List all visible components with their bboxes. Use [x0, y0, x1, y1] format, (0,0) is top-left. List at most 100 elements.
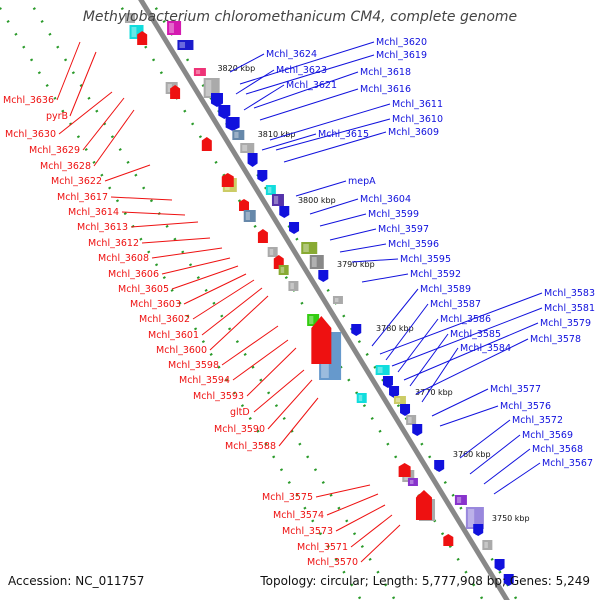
forward-label: Mchl_3602	[139, 314, 190, 325]
reverse-label: Mchl_3567	[542, 458, 593, 469]
reverse-label: Mchl_3596	[388, 239, 439, 250]
reverse-gene-26	[412, 424, 423, 436]
forward-leader	[104, 164, 151, 182]
scale-tick-6: 3760 kbp	[453, 450, 491, 459]
forward-label: Mchl_3590	[214, 424, 265, 435]
reverse-label: Mchl_3621	[286, 80, 337, 91]
reverse-gene-27	[434, 460, 445, 472]
reverse-gene-8-body	[240, 143, 255, 153]
scale-tick-1: 3810 kbp	[258, 130, 296, 139]
label-leader-lines	[56, 41, 543, 563]
forward-gene-20	[398, 463, 411, 477]
scale-tick-4: 3780 kbp	[376, 324, 414, 333]
genes-label: Genes:	[509, 574, 552, 588]
forward-label: Mchl_3573	[282, 526, 333, 537]
reverse-gene-22	[389, 386, 400, 398]
reverse-gene-15-shine	[303, 244, 309, 252]
reverse-leader	[431, 388, 489, 417]
forward-label: Mchl_3601	[148, 330, 199, 341]
forward-leader	[221, 325, 279, 366]
reverse-leader	[269, 103, 391, 141]
forward-gene-11	[267, 247, 278, 257]
forward-label: Mchl_3598	[168, 360, 219, 371]
forward-label: Mchl_3613	[77, 222, 128, 233]
forward-gene-17	[311, 316, 332, 364]
reverse-gene-2-body	[193, 68, 206, 76]
forward-gene-18-shine	[358, 395, 363, 401]
forward-gene-18-body	[356, 393, 367, 403]
reverse-gene-31-shine	[484, 542, 488, 548]
reverse-gene-12	[271, 194, 284, 206]
forward-gene-3-shine	[167, 84, 172, 92]
reverse-gene-29-body	[465, 507, 484, 529]
reverse-gene-12-shine	[273, 196, 279, 204]
reverse-leader	[397, 318, 439, 373]
reverse-label: Mchl_3616	[360, 84, 411, 95]
reverse-leader	[361, 273, 409, 283]
forward-label: Mchl_3603	[130, 299, 181, 310]
reverse-label: Mchl_3586	[440, 314, 491, 325]
reverse-gene-23-body	[393, 396, 406, 404]
reverse-gene-31	[482, 540, 493, 550]
forward-label: Mchl_3606	[108, 269, 159, 280]
forward-label: Mchl_3614	[68, 207, 119, 218]
reverse-leader	[253, 71, 359, 109]
forward-leader	[192, 279, 255, 320]
reverse-gene-8	[240, 143, 255, 153]
forward-leader	[110, 196, 173, 201]
reverse-gene-16-shine	[311, 257, 317, 267]
forward-label: Mchl_3575	[262, 492, 313, 503]
reverse-gene-11-shine	[267, 187, 272, 193]
reverse-leader	[439, 405, 499, 427]
forward-gene-1-shine	[131, 27, 137, 37]
reverse-leader	[391, 307, 543, 367]
reverse-label: Mchl_3572	[512, 415, 563, 426]
reverse-label: Mchl_3595	[400, 254, 451, 265]
reverse-gene-19	[351, 324, 362, 336]
scale-tick-7: 3750 kbp	[492, 514, 530, 523]
forward-gene-13-body	[278, 265, 289, 275]
forward-leader	[335, 504, 386, 532]
forward-label: Mchl_3612	[88, 238, 139, 249]
reverse-leader	[283, 131, 387, 163]
reverse-leader	[245, 54, 375, 95]
forward-label: Mchl_3608	[98, 253, 149, 264]
forward-label: Mchl_3629	[29, 145, 80, 156]
reverse-leader	[469, 434, 521, 475]
map-title: Methylobacterium chloromethanicum CM4, c…	[82, 9, 518, 25]
reverse-leader	[351, 258, 399, 263]
reverse-gene-20	[375, 365, 390, 375]
reverse-label: Mchl_3618	[360, 67, 411, 78]
reverse-gene-29	[465, 507, 484, 529]
forward-label: pyrB	[46, 111, 68, 122]
reverse-leader	[275, 118, 391, 151]
reverse-leader	[379, 292, 543, 355]
reverse-label: Mchl_3578	[530, 334, 581, 345]
reverse-label: Mchl_3592	[410, 269, 461, 280]
forward-gene-21-body	[407, 478, 418, 486]
forward-label: Mchl_3588	[225, 441, 276, 452]
reverse-label: Mchl_3597	[378, 224, 429, 235]
reverse-leader	[259, 88, 359, 121]
forward-leader	[58, 91, 113, 135]
reverse-gene-18-shine	[334, 298, 339, 302]
reverse-gene-28-body	[454, 495, 467, 505]
reverse-leader	[403, 322, 539, 381]
reverse-label: Mchl_3599	[368, 209, 419, 220]
length-label: Length:	[372, 574, 419, 588]
forward-leader	[253, 369, 305, 413]
reverse-leader	[385, 303, 429, 361]
accession-label: Accession:	[8, 574, 72, 588]
reverse-gene-1	[177, 40, 194, 50]
forward-label: Mchl_3617	[57, 192, 108, 203]
reverse-label: Mchl_3620	[376, 37, 427, 48]
reverse-gene-7	[232, 130, 245, 140]
forward-leader	[161, 257, 231, 275]
reverse-gene-16	[309, 255, 324, 269]
scale-tick-5: 3770 kbp	[415, 388, 453, 397]
forward-label: Mchl_3571	[297, 542, 348, 553]
reverse-gene-29-shine	[467, 509, 475, 527]
reverse-gene-11	[265, 185, 276, 195]
forward-gene-21	[407, 478, 418, 486]
